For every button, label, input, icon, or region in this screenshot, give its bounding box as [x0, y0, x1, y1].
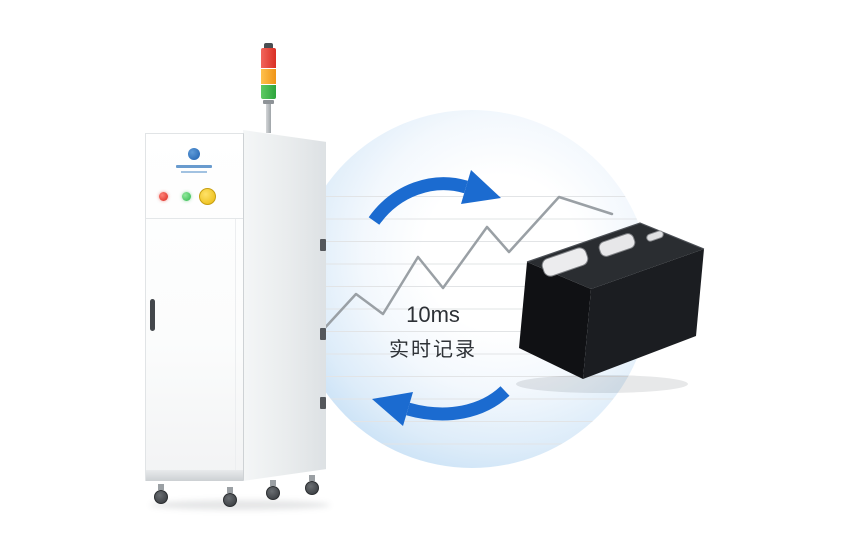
caster-wheel	[153, 484, 169, 506]
battery-front-face	[519, 262, 591, 379]
hinge	[320, 397, 326, 409]
indicator-led-red	[159, 192, 168, 201]
door-seam-vertical	[235, 219, 236, 471]
battery-terminal-right	[598, 233, 636, 257]
tower-base	[263, 100, 274, 104]
cabinet-side-panel	[243, 130, 326, 481]
cycle-arrow-top-icon	[368, 170, 501, 225]
tower-pole	[266, 104, 271, 133]
battery-vent	[646, 230, 664, 242]
tower-light-red	[261, 48, 276, 68]
indicator-led-green	[182, 192, 191, 201]
caption: 10ms 实时记录	[333, 302, 533, 362]
battery-shadow	[516, 375, 688, 393]
cabinet-front-panel	[145, 133, 244, 481]
brand-text-line	[176, 165, 212, 168]
tower-cap	[264, 43, 273, 48]
brand-text-line	[181, 171, 207, 173]
caption-speed-label: 10ms	[406, 302, 460, 327]
battery-top-face	[527, 223, 704, 289]
zigzag-trend-line-icon	[320, 195, 614, 333]
caster-wheel	[265, 480, 281, 502]
battery-top-edge-highlight	[526, 222, 705, 263]
brand-logo-icon	[188, 148, 200, 160]
prismatic-battery-cell	[516, 222, 705, 393]
cabinet-shadow	[150, 500, 330, 510]
hinge	[320, 239, 326, 251]
yellow-knob-button	[199, 188, 216, 205]
tower-light-green	[261, 85, 276, 99]
caster-wheel	[304, 475, 320, 497]
battery-side-face	[583, 249, 704, 379]
tower-light-amber	[261, 69, 276, 84]
door-handle	[150, 299, 155, 331]
door-seam-horizontal	[146, 218, 243, 219]
cycle-arrow-bottom-icon	[372, 386, 510, 426]
caption-realtime-label: 实时记录	[389, 339, 477, 361]
hinge	[320, 328, 326, 340]
caster-wheel	[222, 487, 238, 509]
cabinet-base	[146, 470, 243, 481]
battery-terminal-left	[541, 247, 589, 277]
